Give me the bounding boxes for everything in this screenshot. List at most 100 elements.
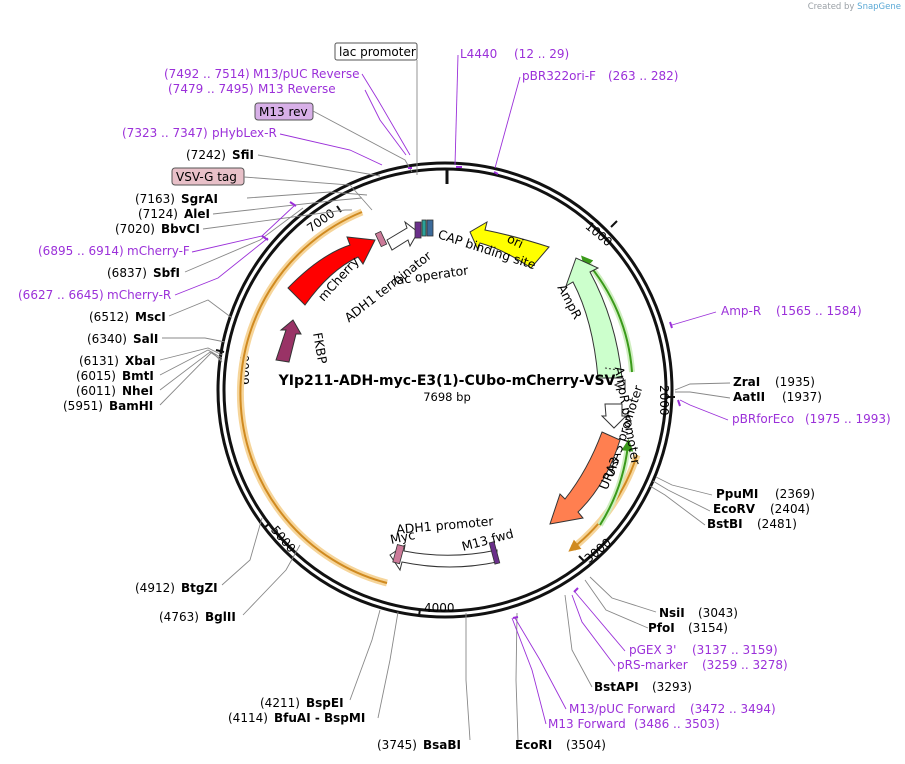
site-sfii-pos: (7242) [186, 148, 226, 162]
site-bbvci-pos: (7020) [115, 222, 155, 236]
ura3-arrow[interactable] [549, 431, 621, 525]
site-bfuai-pos: (4114) [228, 711, 268, 725]
site-xbai[interactable]: XbaI [125, 354, 155, 368]
site-nsii[interactable]: NsiI [659, 606, 685, 620]
site-aatii[interactable]: AatII [733, 390, 765, 404]
vsvg-tag-box [171, 167, 245, 186]
site-sali[interactable]: SalI [133, 332, 158, 346]
site-nsii-pos: (3043) [698, 606, 738, 620]
credit-brand: SnapGene [857, 2, 901, 12]
fkbp-label: FKBP [310, 331, 330, 365]
site-nhei-pos: (6011) [76, 384, 116, 398]
site-bsabi[interactable]: BsaBI [423, 738, 461, 752]
plasmid-name: YIp211-ADH-myc-E3(1)-CUbo-mCherry-VSV [278, 373, 616, 389]
right-primers: L4440 (12 .. 29) pBR322ori-F (263 .. 282… [460, 47, 891, 731]
site-bstbi-pos: (2481) [757, 517, 797, 531]
primer-mcherry-r[interactable]: mCherry-R [107, 288, 171, 302]
site-ppumi[interactable]: PpuMI [716, 487, 758, 501]
site-bamhi-pos: (5951) [63, 399, 103, 413]
myc-label: Myc [389, 527, 417, 547]
site-bstapi-pos: (3293) [652, 680, 692, 694]
site-bstapi[interactable]: BstAPI [594, 680, 639, 694]
primer-m13puc-fwd[interactable]: M13/pUC Forward [569, 702, 676, 716]
primer-pbr322ori-f-range: (263 .. 282) [608, 69, 678, 83]
site-sgrai[interactable]: SgrAI [181, 192, 218, 206]
plasmid-size: 7698 bp [423, 390, 471, 404]
primer-pgex3-range: (3137 .. 3159) [692, 643, 778, 657]
primer-pgex3[interactable]: pGEX 3' [629, 643, 676, 657]
ampr-arrow[interactable] [565, 257, 623, 379]
myc-mark [392, 544, 405, 565]
ampr-promoter-arrow [613, 379, 626, 391]
lac-operator-mark [414, 221, 422, 239]
backbone-outer [216, 161, 674, 619]
primer-amp-r[interactable]: Amp-R [721, 304, 761, 318]
lac-promoter-box-label[interactable]: lac promoter [339, 45, 416, 59]
left-sites: (7242) SfiI (7163) SgrAI (7124) AleI (70… [63, 148, 461, 752]
primer-pbrforeco[interactable]: pBRforEco [732, 412, 794, 426]
orf-ura3-green-arc [599, 439, 634, 526]
primer-m13-fwd-range: (3486 .. 3503) [634, 717, 720, 731]
site-bglii[interactable]: BglII [205, 610, 236, 624]
fkbp-arrow[interactable] [275, 319, 302, 363]
primer-m13-rev[interactable]: M13 Reverse [258, 82, 336, 96]
site-ecorv-pos: (2404) [770, 502, 810, 516]
left-primers: (7492 .. 7514) M13/pUC Reverse (7479 .. … [18, 67, 360, 302]
primer-prs-marker[interactable]: pRS-marker [617, 658, 688, 672]
site-pfoi[interactable]: PfoI [648, 621, 675, 635]
m13-rev-box-label[interactable]: M13 rev [259, 105, 308, 119]
site-bspei-pos: (4211) [260, 696, 300, 710]
primer-m13-rev-range: (7479 .. 7495) [168, 82, 254, 96]
site-bspei[interactable]: BspEI [306, 696, 344, 710]
site-aatii-pos: (1937) [782, 390, 822, 404]
site-sgrai-pos: (7163) [135, 192, 175, 206]
site-msci-pos: (6512) [89, 310, 129, 324]
primer-phyblex-r-range: (7323 .. 7347) [122, 126, 208, 140]
lac-promoter-mark [421, 219, 427, 237]
primer-phyblex-r[interactable]: pHybLex-R [212, 126, 277, 140]
primer-l4440-range: (12 .. 29) [514, 47, 569, 61]
site-btgzi[interactable]: BtgZI [181, 581, 218, 595]
adh1-terminator-arrow [386, 220, 419, 251]
site-bamhi[interactable]: BamHI [109, 399, 153, 413]
site-msci[interactable]: MscI [135, 310, 166, 324]
site-pfoi-pos: (3154) [688, 621, 728, 635]
tick-2000: 2000 [657, 385, 671, 416]
site-bstbi[interactable]: BstBI [707, 517, 743, 531]
site-bmti-pos: (6015) [76, 369, 116, 383]
site-sbfi[interactable]: SbfI [153, 266, 180, 280]
mcherry-arrow[interactable] [287, 236, 376, 306]
site-bbvci[interactable]: BbvCI [161, 222, 200, 236]
right-sites: ZraI (1935) AatII (1937) PpuMI (2369) Ec… [515, 375, 822, 752]
tick-marks [215, 205, 675, 617]
m13-fwd-mark [488, 541, 501, 565]
ori-label: ori [505, 231, 526, 251]
lac-promoter-box [334, 42, 418, 61]
site-ecori[interactable]: EcoRI [515, 738, 552, 752]
primer-m13puc-fwd-range: (3472 .. 3494) [690, 702, 776, 716]
site-bfuai[interactable]: BfuAI - BspMI [274, 711, 365, 725]
primer-pbr322ori-f[interactable]: pBR322ori-F [522, 69, 596, 83]
primer-mcherry-f-range: (6895 .. 6914) [38, 244, 124, 258]
site-btgzi-pos: (4912) [135, 581, 175, 595]
vsvg-tag-feature [374, 230, 388, 248]
primer-amp-r-range: (1565 .. 1584) [776, 304, 862, 318]
primer-m13-fwd[interactable]: M13 Forward [548, 717, 626, 731]
site-zrai[interactable]: ZraI [733, 375, 760, 389]
site-bmti[interactable]: BmtI [122, 369, 154, 383]
site-ecorv[interactable]: EcoRV [713, 502, 756, 516]
primer-mcherry-f[interactable]: mCherry-F [127, 244, 190, 258]
orf-left-arc [239, 211, 388, 584]
site-nhei[interactable]: NheI [122, 384, 153, 398]
site-alei-pos: (7124) [138, 207, 178, 221]
site-alei[interactable]: AleI [184, 207, 210, 221]
vsvg-tag-box-label[interactable]: VSV-G tag [176, 170, 237, 184]
cap-site-mark [426, 219, 434, 237]
snapgene-credit: Created by SnapGene [808, 2, 901, 12]
primer-l4440[interactable]: L4440 [460, 47, 497, 61]
site-sfii[interactable]: SfiI [232, 148, 254, 162]
ori-arrow[interactable] [469, 220, 550, 269]
site-sbfi-pos: (6837) [107, 266, 147, 280]
primer-m13puc-rev[interactable]: M13/pUC Reverse [253, 67, 360, 81]
